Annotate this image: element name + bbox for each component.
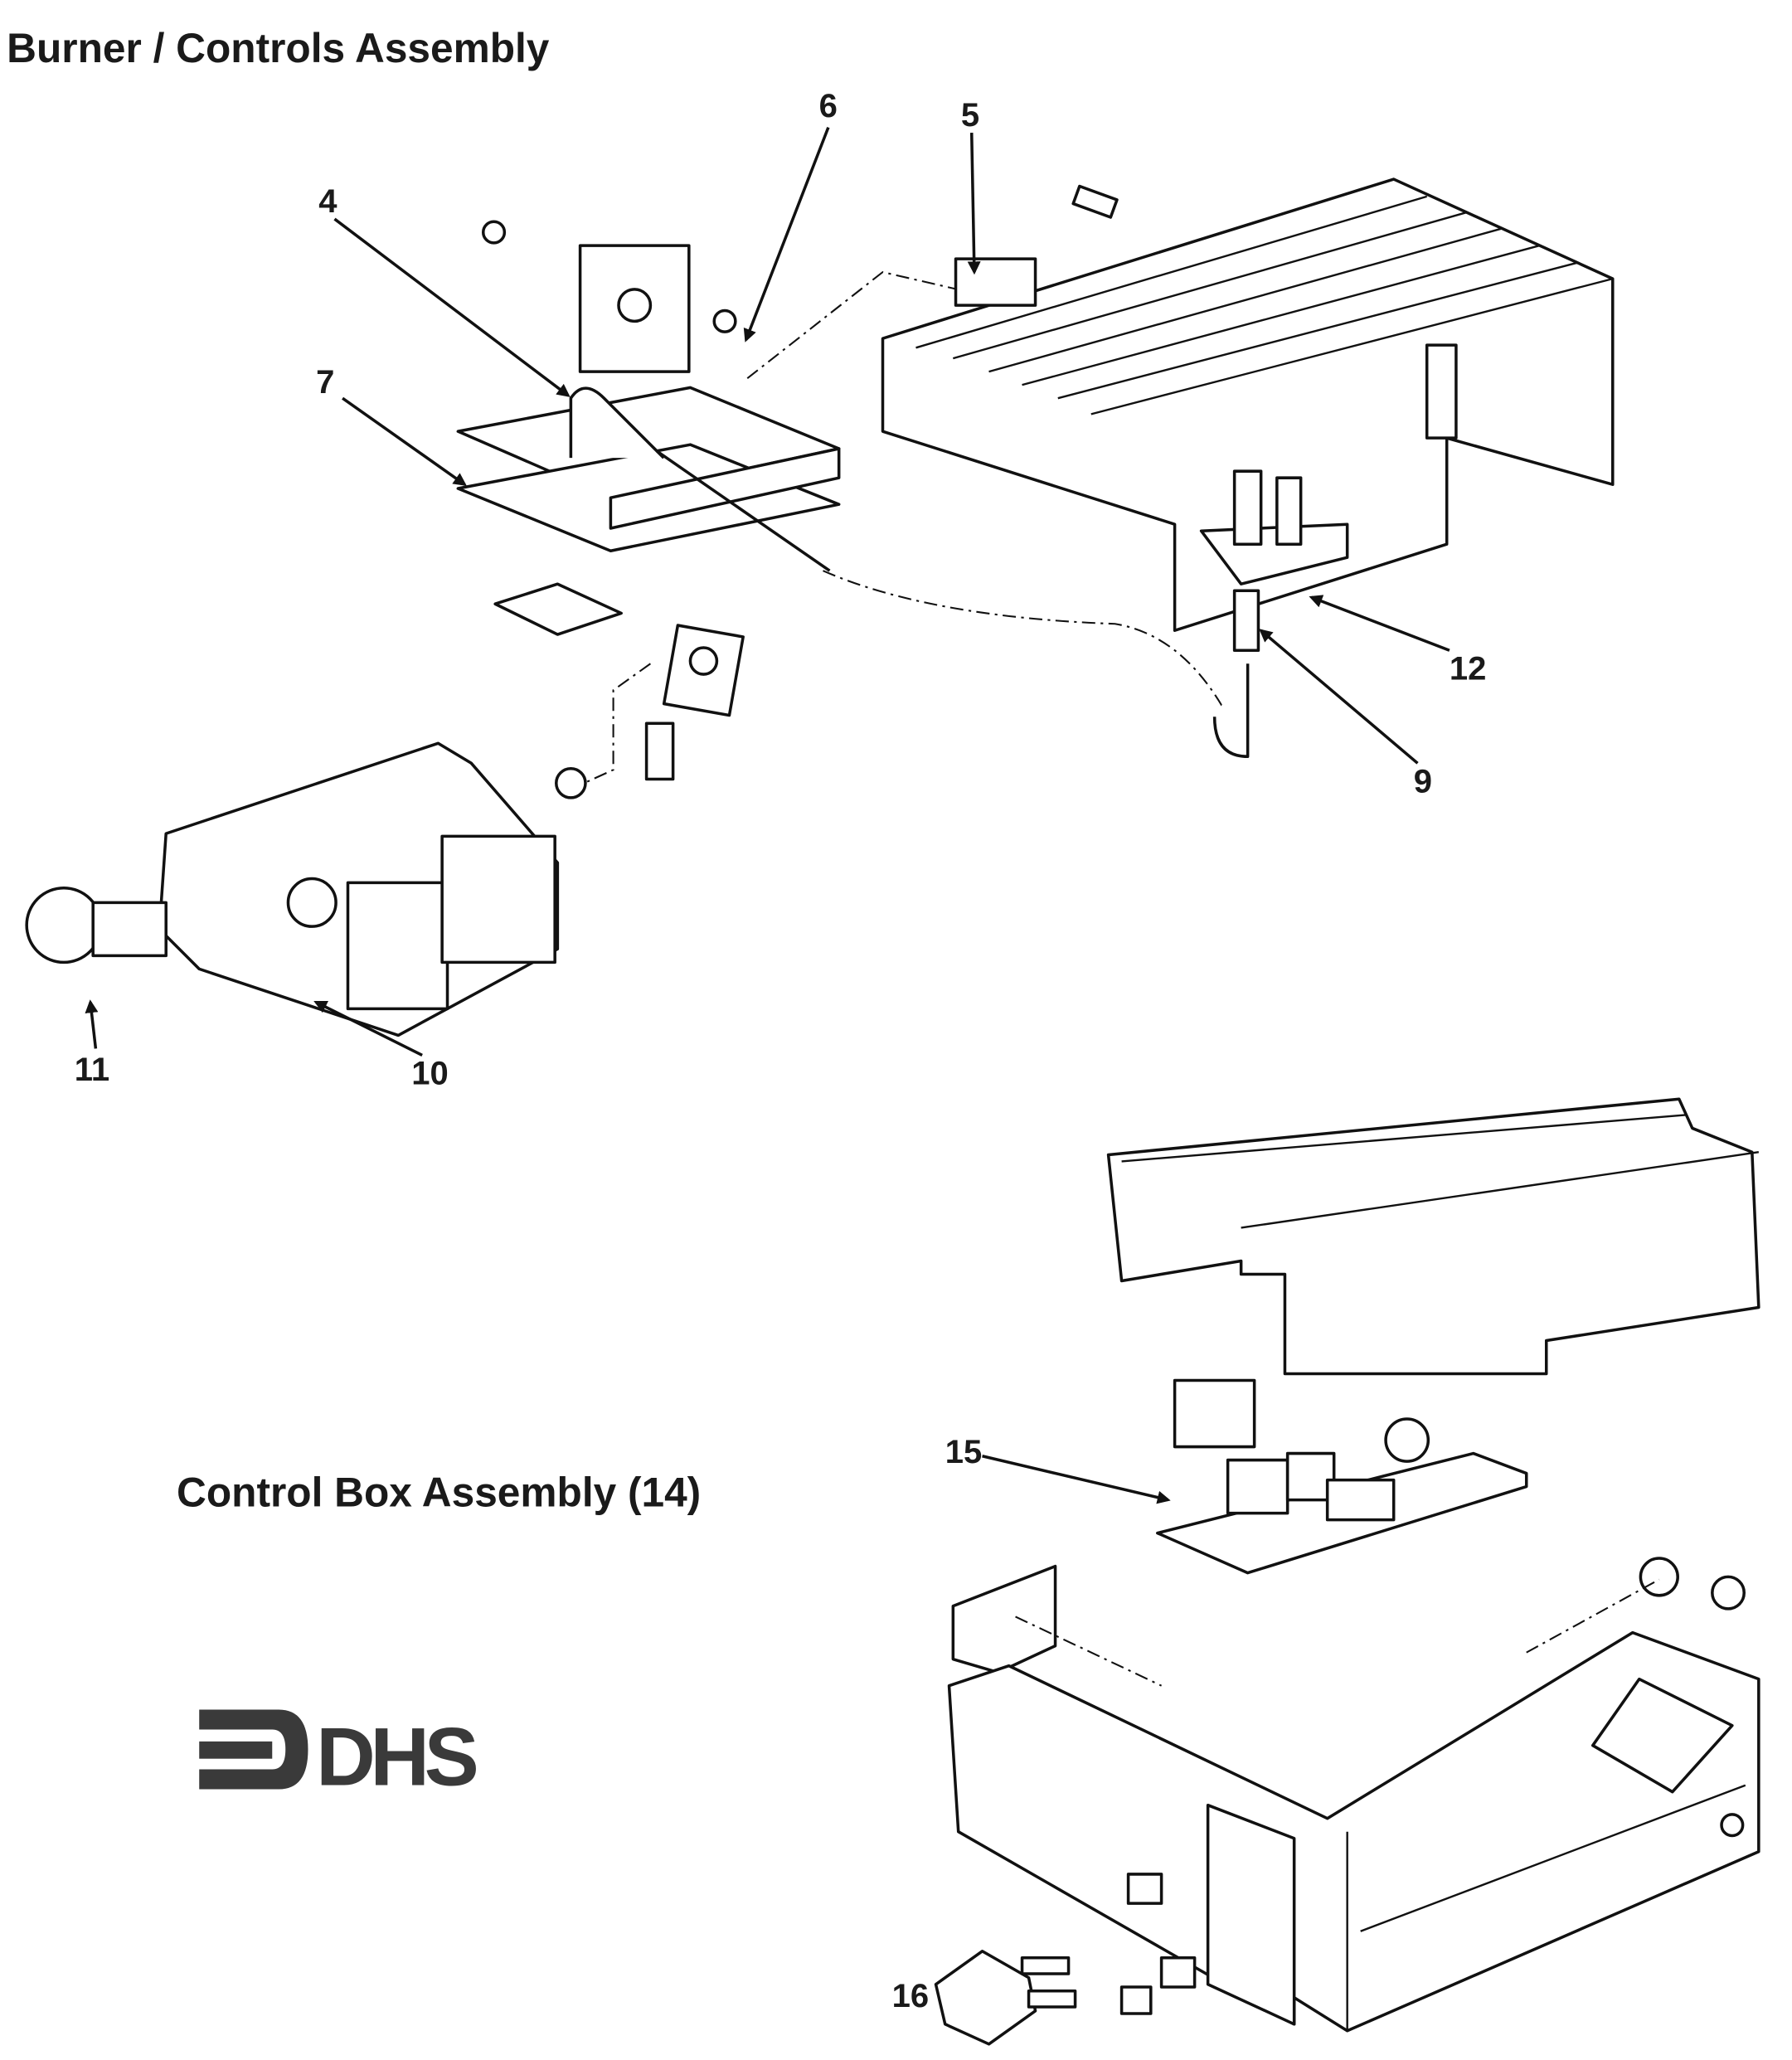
callout-10: 10 bbox=[411, 1056, 448, 1092]
callout-4: 4 bbox=[318, 183, 338, 220]
callout-16: 16 bbox=[892, 1978, 930, 2014]
circuit-board bbox=[1156, 1378, 1528, 1575]
control-box-section-title: Control Box Assembly (14) bbox=[177, 1470, 701, 1516]
burner-bracket-assembly bbox=[456, 220, 841, 799]
burner bbox=[881, 177, 1615, 759]
burner-section-title: Burner / Controls Assembly bbox=[7, 25, 550, 71]
rocker-switch bbox=[934, 1873, 1197, 2046]
callout-11: 11 bbox=[75, 1052, 109, 1088]
control-box-cover bbox=[1106, 1097, 1760, 1376]
callout-6: 6 bbox=[819, 88, 838, 124]
callout-9: 9 bbox=[1414, 764, 1432, 800]
callout-12: 12 bbox=[1450, 650, 1487, 687]
dhs-logo-text: DHS bbox=[316, 1712, 477, 1804]
gas-valve bbox=[25, 741, 587, 1037]
callout-15: 15 bbox=[945, 1434, 982, 1470]
callout-5: 5 bbox=[961, 97, 979, 134]
dhs-logo: DHS bbox=[199, 1709, 482, 1804]
callout-7: 7 bbox=[316, 364, 334, 401]
control-box-chassis bbox=[947, 1557, 1760, 2033]
